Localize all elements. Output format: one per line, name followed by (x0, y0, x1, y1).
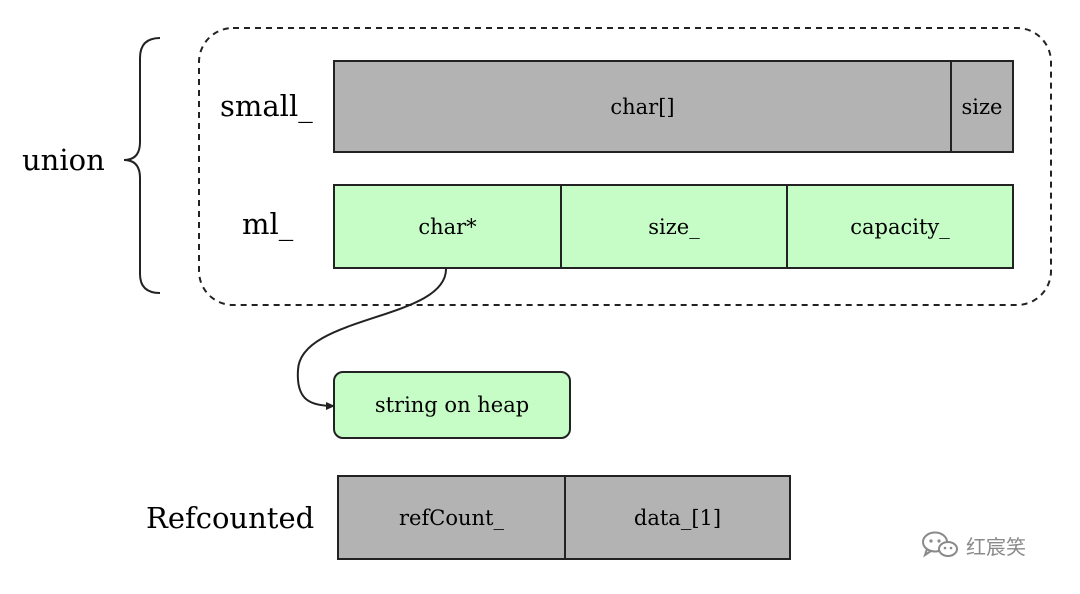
ml-size-cell: size_ (560, 184, 788, 269)
small-label: small_ (220, 89, 313, 123)
ml-char-ptr-text: char* (418, 214, 477, 239)
watermark-text: 红宸笑 (966, 534, 1026, 559)
small-size-text: size (961, 94, 1003, 119)
small-size-cell: size (950, 60, 1014, 153)
heap-box: string on heap (333, 371, 571, 439)
union-label: union (22, 143, 105, 177)
ml-char-ptr-cell: char* (333, 184, 562, 269)
small-char-array-text: char[] (610, 94, 675, 119)
union-brace (123, 37, 161, 294)
data-cell: data_[1] (564, 475, 791, 560)
watermark: 红宸笑 (920, 530, 1026, 560)
ml-size-text: size_ (648, 214, 700, 239)
refcount-cell: refCount_ (337, 475, 566, 560)
refcount-text: refCount_ (399, 505, 504, 530)
pointer-arrow (296, 267, 448, 410)
data-text: data_[1] (633, 505, 722, 530)
ml-capacity-text: capacity_ (850, 214, 950, 239)
ml-label: ml_ (242, 207, 294, 241)
refcounted-label: Refcounted (146, 501, 315, 535)
heap-text: string on heap (374, 393, 530, 417)
ml-capacity-cell: capacity_ (786, 184, 1014, 269)
small-char-array-cell: char[] (333, 60, 952, 153)
wechat-icon (922, 531, 958, 558)
